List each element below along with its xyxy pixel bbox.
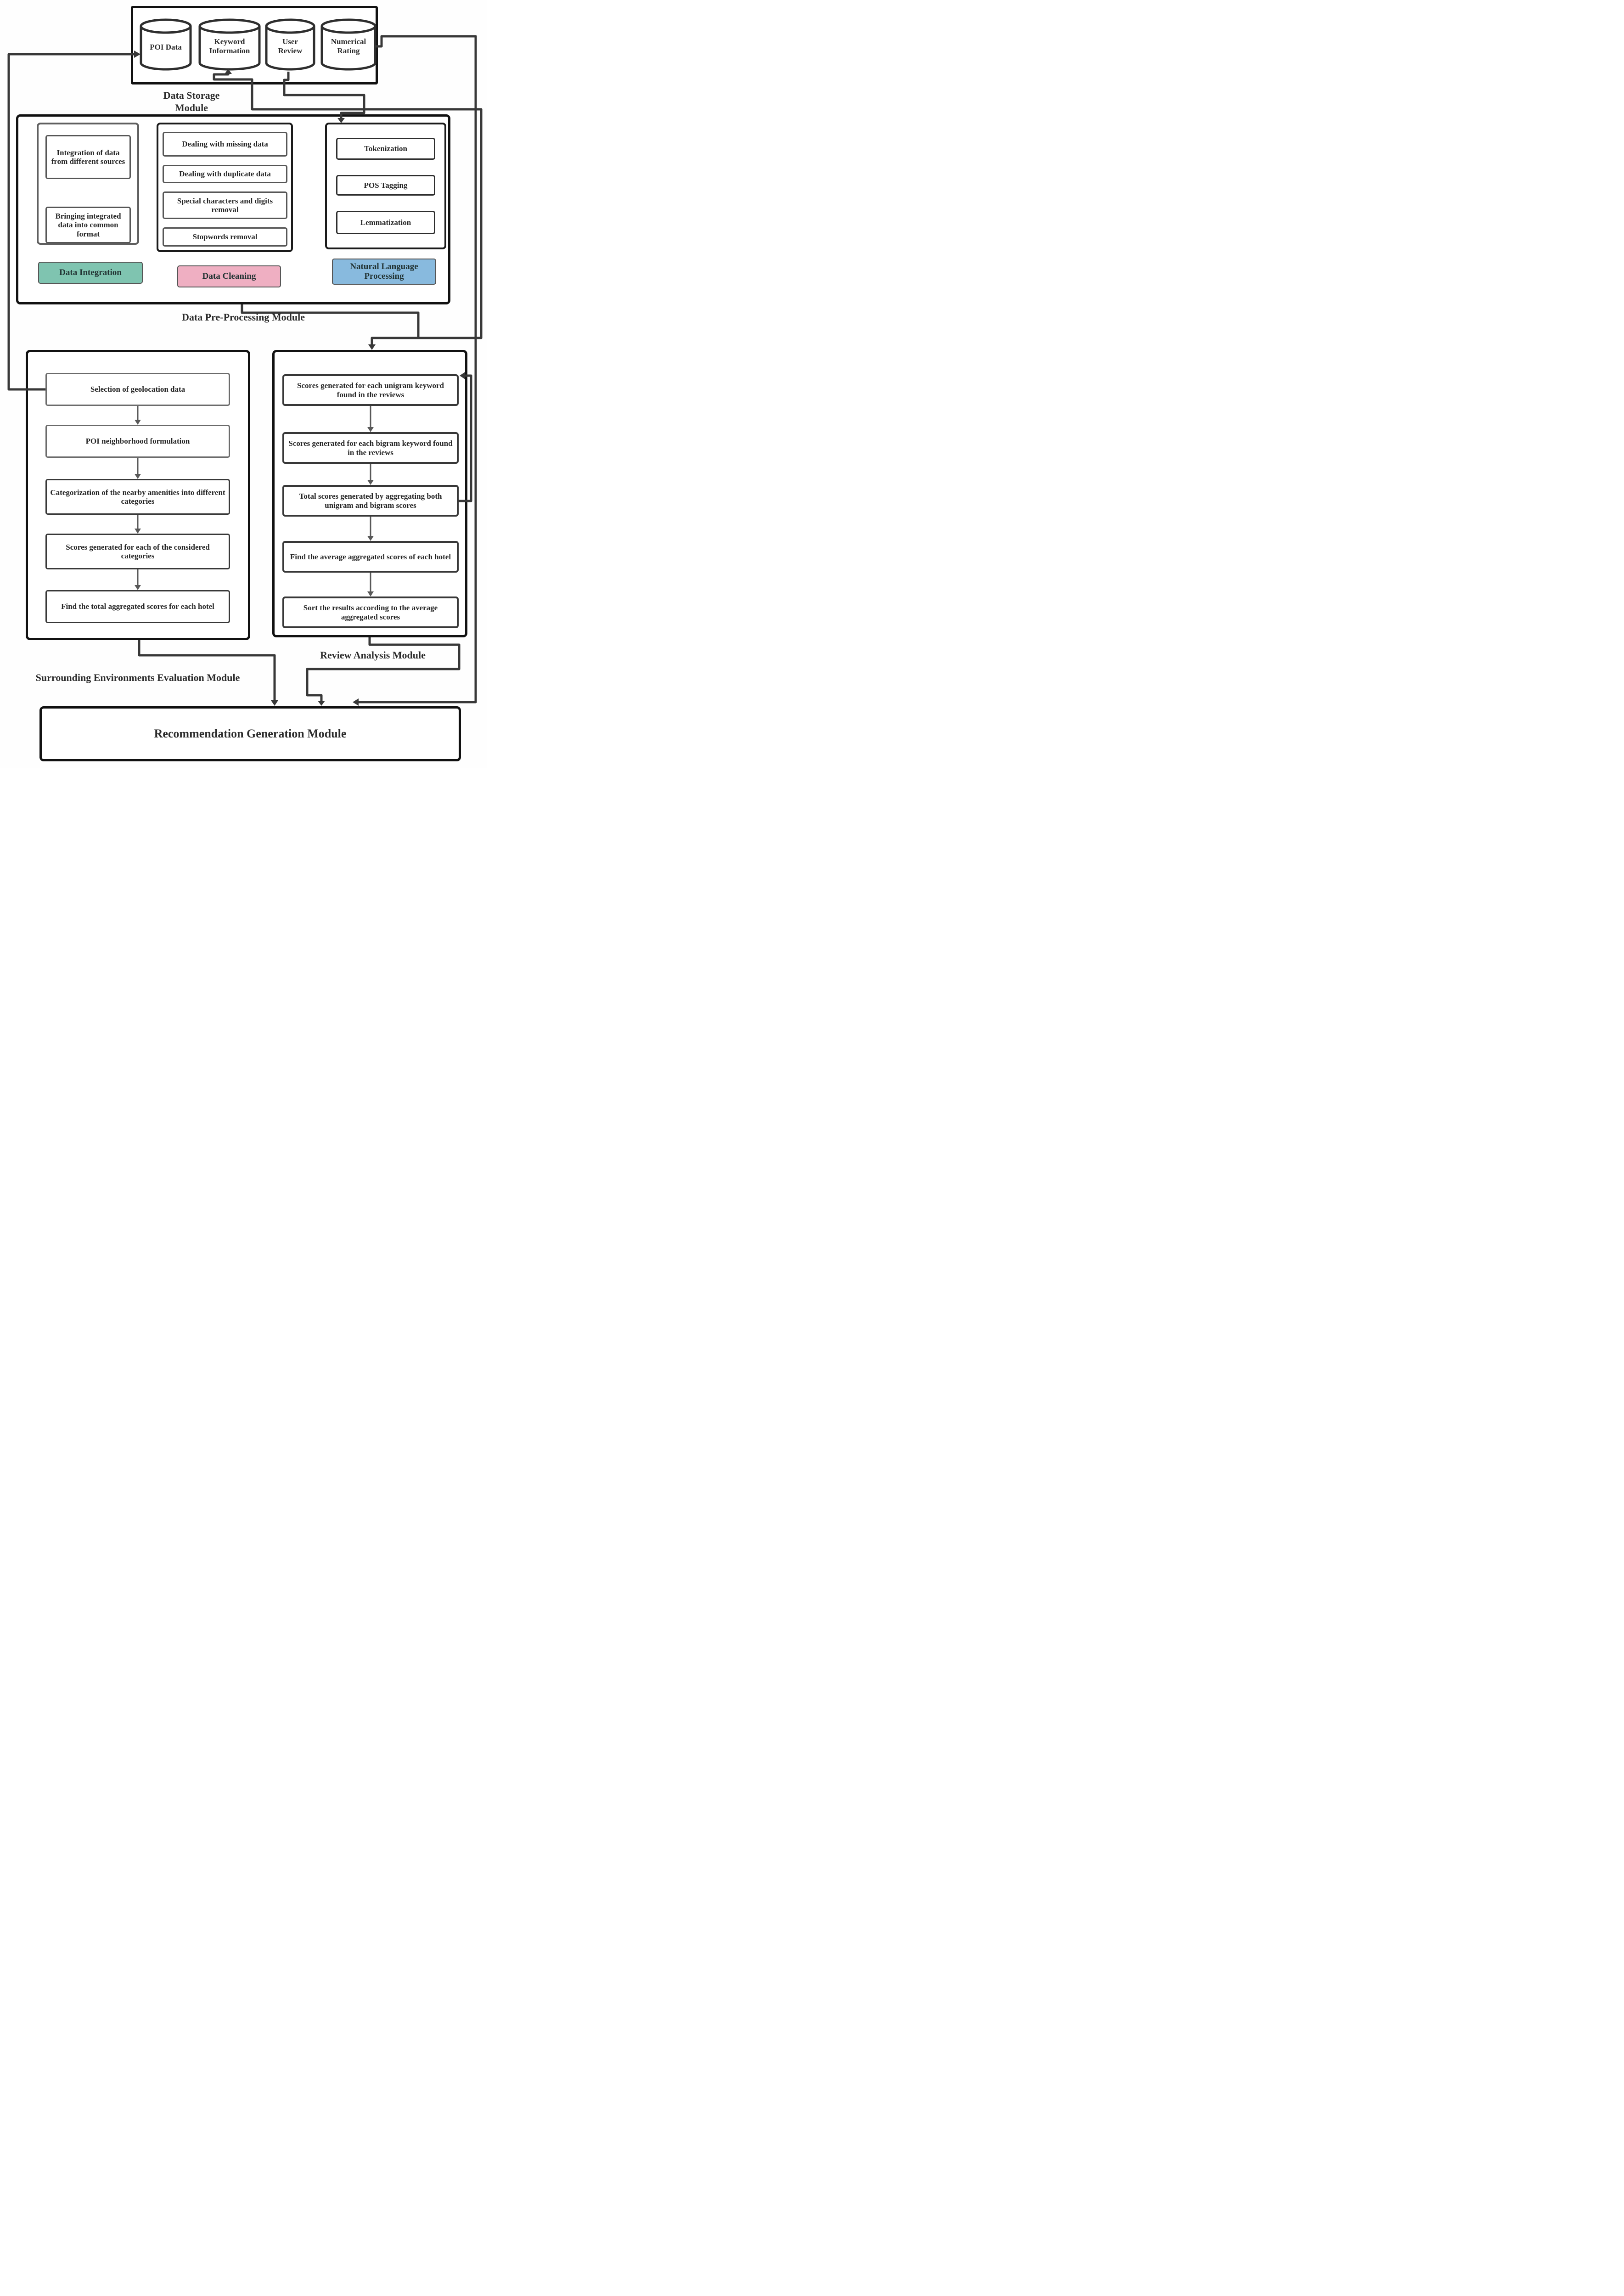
keyword-information-cylinder-top bbox=[198, 18, 261, 34]
arrowhead-review-into-recommendation bbox=[318, 701, 325, 706]
connector-numerical-rating-to-recommendation bbox=[358, 35, 477, 703]
connector-preprocessing-junction bbox=[241, 304, 420, 345]
nlp-label: Natural Language Processing bbox=[332, 259, 436, 285]
connector-total-scores-loop bbox=[459, 374, 472, 502]
step-special-characters: Special characters and digits removal bbox=[163, 191, 287, 219]
step-unigram-scores: Scores generated for each unigram keywor… bbox=[282, 374, 459, 406]
connector-layer bbox=[7, 18, 483, 706]
step-scores-categories: Scores generated for each of the conside… bbox=[45, 534, 230, 569]
step-lemmatization: Lemmatization bbox=[336, 211, 435, 234]
arrowhead-rating-into-recommendation bbox=[353, 698, 359, 706]
step-poi-neighborhood: POI neighborhood formulation bbox=[45, 425, 230, 458]
arrowhead-into-review-module bbox=[368, 344, 376, 350]
poi-data-cylinder-top bbox=[140, 18, 192, 34]
flow-arrowhead-left-4 bbox=[135, 585, 141, 590]
arrowhead-into-nlp bbox=[337, 118, 345, 123]
recommendation-module-title: Recommendation Generation Module bbox=[154, 726, 347, 740]
step-missing-data: Dealing with missing data bbox=[163, 132, 287, 157]
step-stopwords: Stopwords removal bbox=[163, 227, 287, 247]
arrowhead-into-keyword-information bbox=[225, 69, 232, 74]
connector-review-to-recommendation bbox=[306, 637, 461, 701]
flow-arrowhead-right-1 bbox=[367, 427, 374, 432]
flow-arrowhead-left-1 bbox=[135, 420, 141, 425]
step-pos-tagging: POS Tagging bbox=[336, 175, 435, 196]
recommendation-module-box bbox=[39, 706, 461, 761]
flow-arrowhead-left-2 bbox=[135, 474, 141, 479]
step-integration-common-format: Bringing integrated data into common for… bbox=[45, 207, 131, 243]
connector-selection-to-poi bbox=[7, 53, 135, 391]
arrowhead-loop-into-unigram bbox=[460, 372, 465, 379]
step-total-scores-aggregating: Total scores generated by aggregating bo… bbox=[282, 485, 459, 517]
data-cleaning-label: Data Cleaning bbox=[177, 265, 281, 287]
numerical-rating-cylinder bbox=[320, 26, 376, 71]
step-selection-geolocation: Selection of geolocation data bbox=[45, 373, 230, 406]
surrounding-module-title: Surrounding Environments Evaluation Modu… bbox=[35, 672, 240, 684]
user-review-label: User Review bbox=[278, 37, 303, 55]
step-sort-results: Sort the results according to the averag… bbox=[282, 597, 459, 628]
step-integration-sources: Integration of data from different sourc… bbox=[45, 135, 131, 179]
flow-arrowhead-right-3 bbox=[367, 536, 374, 541]
step-categorization-amenities: Categorization of the nearby amenities i… bbox=[45, 479, 230, 515]
flow-arrowhead-left-3 bbox=[135, 529, 141, 534]
step-bigram-scores: Scores generated for each bigram keyword… bbox=[282, 432, 459, 464]
arrowhead-surrounding-into-recommendation bbox=[271, 700, 278, 706]
connector-surrounding-to-recommendation bbox=[138, 640, 276, 701]
connector-junction-to-keyword-info bbox=[213, 73, 483, 339]
data-integration-label: Data Integration bbox=[38, 262, 143, 284]
step-total-aggregated-hotel: Find the total aggregated scores for eac… bbox=[45, 590, 230, 623]
poi-data-cylinder bbox=[140, 26, 192, 71]
flow-arrowhead-right-2 bbox=[367, 480, 374, 485]
keyword-information-cylinder bbox=[198, 26, 261, 71]
flow-arrowhead-right-4 bbox=[367, 591, 374, 597]
review-module-title: Review Analysis Module bbox=[320, 649, 426, 661]
architecture-diagram: Integration of data from different sourc… bbox=[0, 0, 487, 768]
step-duplicate-data: Dealing with duplicate data bbox=[163, 165, 287, 183]
data-storage-module-title: Data Storage Module bbox=[163, 89, 220, 114]
user-review-cylinder-top bbox=[265, 18, 315, 34]
connector-user-review-to-nlp bbox=[283, 72, 365, 118]
step-tokenization: Tokenization bbox=[336, 138, 435, 160]
numerical-rating-label: Numerical Rating bbox=[331, 37, 366, 55]
keyword-information-label: Keyword Information bbox=[209, 37, 250, 55]
step-average-aggregated: Find the average aggregated scores of ea… bbox=[282, 541, 459, 573]
numerical-rating-cylinder-top bbox=[320, 18, 376, 34]
poi-data-label: POI Data bbox=[150, 43, 182, 52]
arrowhead-into-poi-data bbox=[134, 51, 140, 58]
user-review-cylinder bbox=[265, 26, 315, 71]
